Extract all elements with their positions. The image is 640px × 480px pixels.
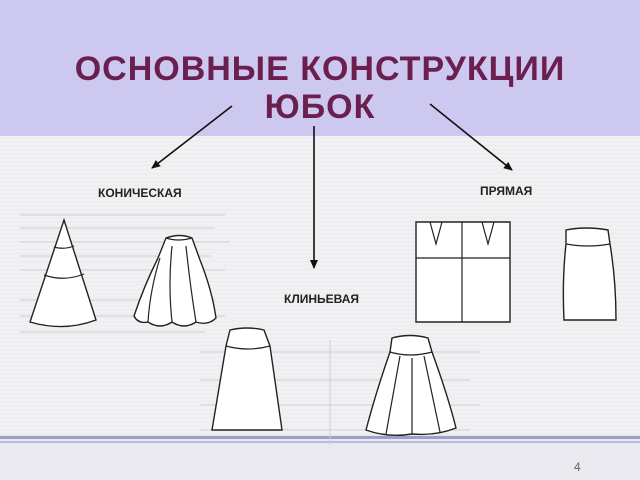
arrow-to-straight (429, 103, 513, 171)
paper-background (0, 136, 640, 446)
bottom-rule (0, 436, 640, 439)
title-line-1: ОСНОВНЫЕ КОНСТРУКЦИИ (74, 50, 566, 88)
straight-skirt-drawing (562, 227, 617, 321)
bottom-rule-secondary (0, 441, 640, 443)
header-band (0, 0, 640, 136)
title-line-2: ЮБОК (264, 88, 376, 126)
conical-cone-pattern (29, 217, 97, 328)
gored-skirt-drawing (365, 334, 457, 437)
slide-title: ОСНОВНЫЕ КОНСТРУКЦИИ ЮБОК (0, 50, 640, 126)
arrow-to-conical (151, 105, 233, 169)
page-number: 4 (574, 460, 581, 474)
conical-flared-skirt (133, 234, 217, 327)
label-gored: КЛИНЬЕВАЯ (284, 292, 360, 306)
label-conical: КОНИЧЕСКАЯ (98, 186, 182, 200)
label-straight: ПРЯМАЯ (480, 184, 533, 198)
straight-skirt-pattern (415, 221, 511, 323)
gored-skirt-pattern (211, 327, 283, 431)
